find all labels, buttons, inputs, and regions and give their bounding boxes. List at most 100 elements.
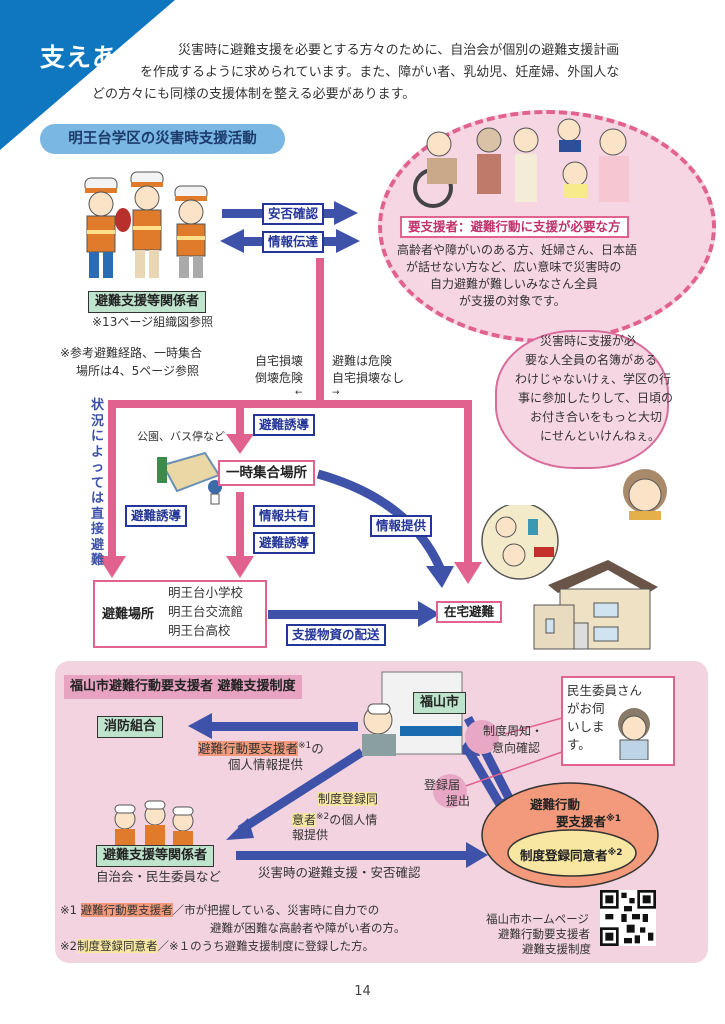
arrow-disaster-support [236, 851, 466, 860]
welfare-commissioner-illustration [618, 708, 650, 760]
woman-speaker-illustration [623, 469, 667, 520]
highlight-consenters: 制度登録同意者 [76, 939, 158, 953]
speech-line-1: 災害時に支援が必 [540, 334, 637, 348]
homepage-line-3: 避難支援制度 [522, 942, 591, 956]
supporters-illustration-small [114, 800, 194, 847]
pink-home-line [464, 400, 472, 568]
speech-line-3: わけじゃないけぇ、学区の行 [515, 372, 672, 386]
arrow-info-provide [316, 469, 445, 570]
arrow-down-icon [226, 556, 254, 578]
arrow-down-icon [98, 556, 126, 578]
arrow-right-icon: → [332, 388, 340, 398]
footnote-mark: ※1 [298, 741, 312, 751]
pink-branch-line [108, 400, 472, 408]
personal-info-1-line-1: 避難行動要支援者※1の [198, 738, 324, 757]
page-number: 14 [354, 984, 371, 999]
arrow-down-icon [226, 434, 254, 454]
homepage-line-2: 避難行動要支援者 [498, 927, 590, 941]
person-icon [84, 177, 118, 278]
footnote-2: ※2制度登録同意者／※１のうち避難支援制度に登録した方。 [60, 938, 374, 955]
arrow-to-fire-brigade [210, 722, 358, 731]
text: 要支援者 [556, 814, 607, 829]
speech-bubble [495, 330, 669, 469]
footnote-mark: ※1 [60, 903, 77, 917]
personal-info-2-line-3: 報提供 [292, 828, 329, 842]
flow-diagram [98, 201, 482, 627]
branch-left-line-2: 倒壊危険 [255, 371, 304, 385]
pink-shelter-line [236, 492, 244, 562]
speech-line-5: お付き合いをもっと大切 [530, 410, 663, 424]
footnote-mark: ※2 [316, 812, 330, 822]
footnote-mark: ※1 [606, 813, 622, 824]
text: ／市が把握している、災害時に自力での [172, 903, 380, 917]
arrow-to-supporters [237, 748, 365, 834]
register-highlight-circle [433, 774, 467, 808]
pink-gather-line [236, 400, 244, 438]
pink-direct-line [108, 400, 116, 562]
qr-code-icon[interactable] [600, 890, 656, 946]
pink-trunk-line [316, 258, 324, 404]
person-icon [115, 171, 164, 278]
label-guide-2: 避難誘導 [125, 505, 188, 527]
ellipse-outer-line-1: 避難行動 [530, 797, 581, 812]
highlight-needs-support: 避難行動要支援者 [198, 741, 299, 757]
homepage-line-1: 福山市ホームページ [486, 912, 589, 926]
supporters-label: 避難支援等関係者 [88, 291, 207, 313]
footnote-1-line-2: 避難が困難な高齢者や障がい者の方。 [210, 921, 406, 935]
label-safety-check: 安否確認 [262, 203, 325, 225]
label-info-transfer: 情報伝達 [262, 231, 325, 253]
ellipse-inner-label: 制度登録同意者※2 [520, 845, 623, 864]
supporters-label-2: 避難支援等関係者 [96, 845, 215, 867]
park-illustration [157, 451, 222, 505]
fire-brigade-label: 消防組合 [97, 716, 164, 738]
visitor-line-4: す。 [567, 737, 591, 752]
city-label: 福山市 [413, 692, 467, 714]
text: の個人情 [329, 813, 378, 827]
arrow-left-icon: ← [295, 388, 303, 398]
supporters-illustration [84, 171, 208, 278]
needs-support-desc-1: 高齢者や障がいのある方、妊婦さん、日本語 [397, 243, 638, 257]
shelter-item: 明王台高校 [168, 623, 231, 638]
shelter-item: 明王台小学校 [168, 585, 244, 600]
personal-info-2-line-1: 制度登録同 [318, 791, 379, 808]
label-info-share: 情報共有 [253, 505, 316, 527]
route-note-line-1: ※参考避難経路、一時集合 [60, 346, 203, 360]
branch-right-line-1: 避難は危険 [332, 354, 393, 368]
branch-right-line-2: 自宅損壊なし [332, 371, 405, 385]
footnote-mark: ※2 [60, 939, 77, 953]
supporters-sub: 自治会・民生委員など [96, 869, 222, 884]
connector-line [459, 751, 563, 789]
notice-line-1: 制度周知・ [483, 724, 544, 738]
register-line-2: 提出 [446, 794, 471, 808]
arrow-right-icon [418, 601, 440, 627]
notice-line-2: 意向確認 [492, 741, 541, 755]
park-note: 公園、バス停など [137, 430, 225, 443]
person-icon [174, 185, 208, 278]
text: 制度登録同意者 [520, 848, 608, 863]
section-title-system: 福山市避難行動要支援者 避難支援制度 [64, 675, 302, 699]
shelter-item: 明王台交流館 [168, 604, 244, 619]
direct-evacuation-vertical-label: 状況によっては直接避難 [91, 398, 105, 568]
section-title-activity: 明王台学区の災害時支援活動 [40, 124, 285, 154]
arrow-right-icon [466, 842, 488, 868]
label-guide-3: 避難誘導 [253, 532, 316, 554]
speech-line-4: 事に参加したりして、日頃の [518, 391, 674, 405]
highlight-consenters: 意者 [292, 813, 317, 827]
notice-highlight-circle [465, 720, 499, 754]
intro-line-2: を作成するように求められています。また、障がい者、乳幼児、妊産婦、外国人な [140, 65, 620, 80]
ellipse-outer-line-2: 要支援者※1 [556, 811, 621, 830]
needs-support-desc-2: が話せない方など、広い意味で災害時の [406, 260, 622, 274]
label-guide-1: 避難誘導 [253, 414, 316, 436]
connector-line [504, 717, 563, 735]
route-note-line-2: 場所は4、5ページ参照 [76, 364, 200, 378]
house-illustration [481, 505, 658, 650]
text: ／※１のうち避難支援制度に登録した方。 [157, 939, 375, 953]
visitor-line-3: いしま [567, 719, 605, 734]
speech-line-2: 要な人全員の名簿がある [525, 353, 658, 367]
disaster-support-label: 災害時の避難支援・安否確認 [258, 865, 421, 880]
arrow-supplies [268, 610, 418, 619]
arrow-left-icon [188, 713, 212, 739]
page-title: 支えあう [40, 43, 145, 72]
footnote-1: ※1 避難行動要支援者／市が把握している、災害時に自力での [60, 902, 379, 919]
speech-line-6: にせんといけんねぇ。 [540, 429, 661, 443]
